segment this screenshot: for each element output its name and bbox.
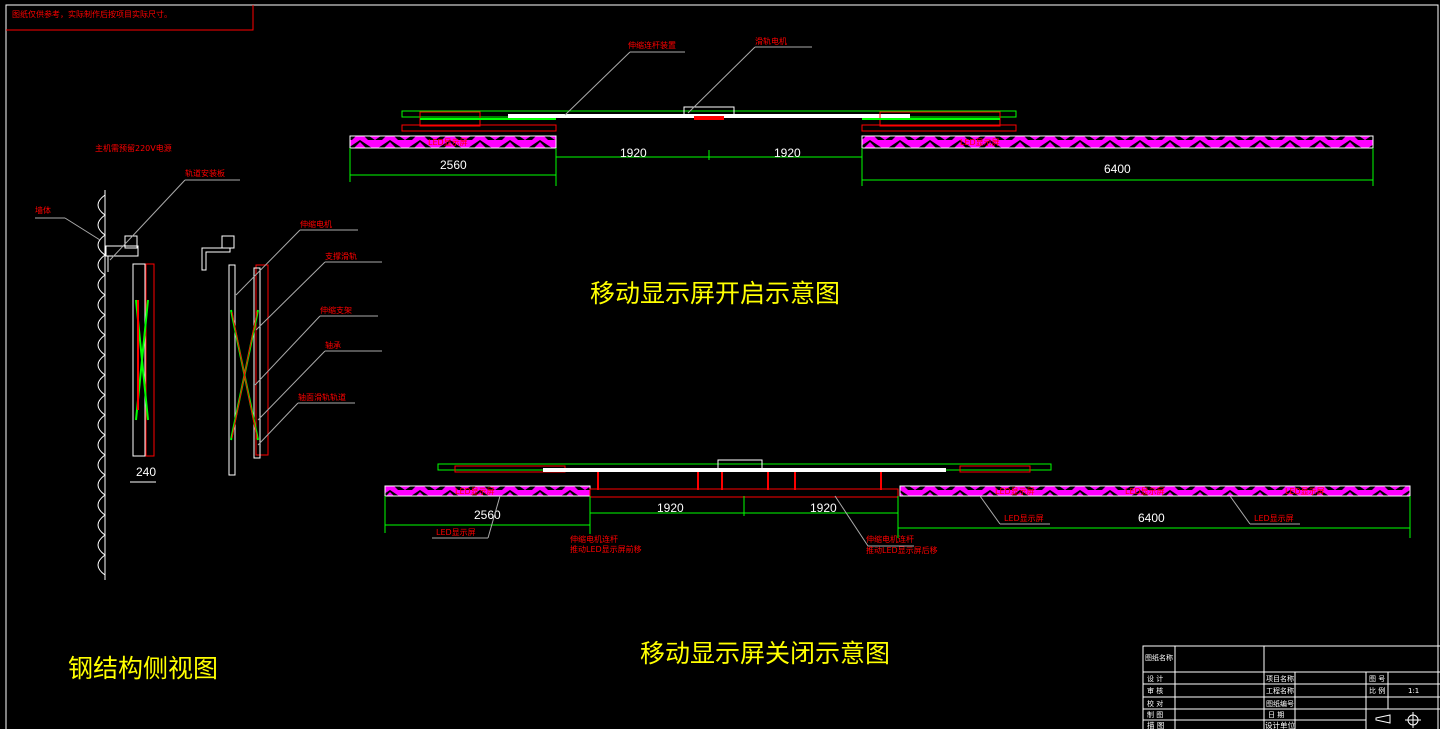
led-label: LED显示屏 [428,138,468,147]
dim-2560: 2560 [474,508,501,522]
callout-bearing: 轴承 [325,340,341,350]
callout-leader [564,51,631,116]
note-text: 图纸仅供参考，实际制作后按项目实际尺寸。 [12,9,172,19]
open-view-title: 移动显示屏开启示意图 [590,279,840,308]
open-view: 伸缩连杆装置 滑轨电机 LED显示屏 LED显示屏 1920 1920 2560… [349,36,1374,308]
wall-hatch [97,194,106,576]
dim-6400: 6400 [1104,162,1131,176]
tb-row-design-unit: 设计单位 [1265,720,1295,729]
dim-1920-left: 1920 [657,501,684,515]
tb-row: 日 期 [1268,711,1284,719]
dim-6400: 6400 [1138,511,1165,525]
tb-row: 校 对 [1147,699,1163,708]
tb-row: 图纸编号 [1266,699,1294,708]
tb-row: 项目名称 [1266,674,1294,683]
dim-1920-right: 1920 [774,146,801,160]
callout-track: 轴面滑轨轨道 [298,392,346,402]
led-label: LED显示屏 [1285,487,1325,496]
power-note: 主机需预留220V电源 [95,143,172,153]
callout-motor-right: 伸缩电机连杆 [866,534,914,544]
led-label: LED显示屏 [960,138,1000,147]
callout-motor: 滑轨电机 [755,36,787,46]
drawing-frame [5,4,1439,729]
led-label: LED显示屏 [1125,487,1165,496]
closed-view: LED显示屏 LED显示屏 LED显示屏 LED显示屏 1920 1920 25… [384,459,1411,668]
dim-240: 240 [136,465,156,479]
tb-row: 工程名称 [1266,686,1294,695]
led-label: LED显示屏 [995,487,1035,496]
tb-scale: 1:1 [1408,687,1419,695]
led-panel-right [861,135,1374,149]
callout-slide-rail: 支撑滑轨 [325,251,357,261]
dim-2560: 2560 [440,158,467,172]
callout-track-plate: 轨道安装板 [185,168,225,178]
note-box: 图纸仅供参考，实际制作后按项目实际尺寸。 [6,5,254,31]
tb-row: 设 计 [1147,674,1163,683]
callout-motor-left: 伸缩电机连杆 [570,534,618,544]
dim-1920-right: 1920 [810,501,837,515]
callout-bracket: 伸缩支架 [320,305,352,315]
led-label: LED显示屏 [455,487,495,496]
tb-row: 审 核 [1147,686,1163,695]
closed-rail [437,459,1052,490]
dim-1920-left: 1920 [620,146,647,160]
closed-view-title: 移动显示屏关闭示意图 [640,639,890,668]
callout-push-left: 推动LED显示屏前移 [570,544,642,554]
callout-led: LED显示屏 [1004,514,1044,523]
side-view: 240 主机需预留220V电源 墙体 轨道安装板 伸缩电机 支撑滑轨 伸缩支架 … [35,143,382,683]
callout-push-right: 推动LED显示屏后移 [866,545,938,555]
callout-led: LED显示屏 [1254,514,1294,523]
led-panel-right [899,485,1411,497]
led-panel-middle [589,488,899,498]
callout-led: LED显示屏 [436,528,476,537]
tb-row: 比 例 [1369,686,1385,695]
led-panel-left [349,135,557,149]
callout-linkage: 伸缩连杆装置 [628,40,676,50]
title-block [1142,645,1440,729]
tb-header: 图纸名称 [1145,653,1173,662]
tb-row: 制 图 [1147,710,1163,719]
open-dimensions [349,148,1374,186]
open-rail [401,106,1017,132]
side-view-title: 钢结构侧视图 [68,654,218,683]
callout-wall: 墙体 [35,205,51,215]
callout-motor: 伸缩电机 [300,219,332,229]
tb-row: 图 号 [1369,675,1385,683]
tb-row: 描 图 [1147,720,1164,729]
